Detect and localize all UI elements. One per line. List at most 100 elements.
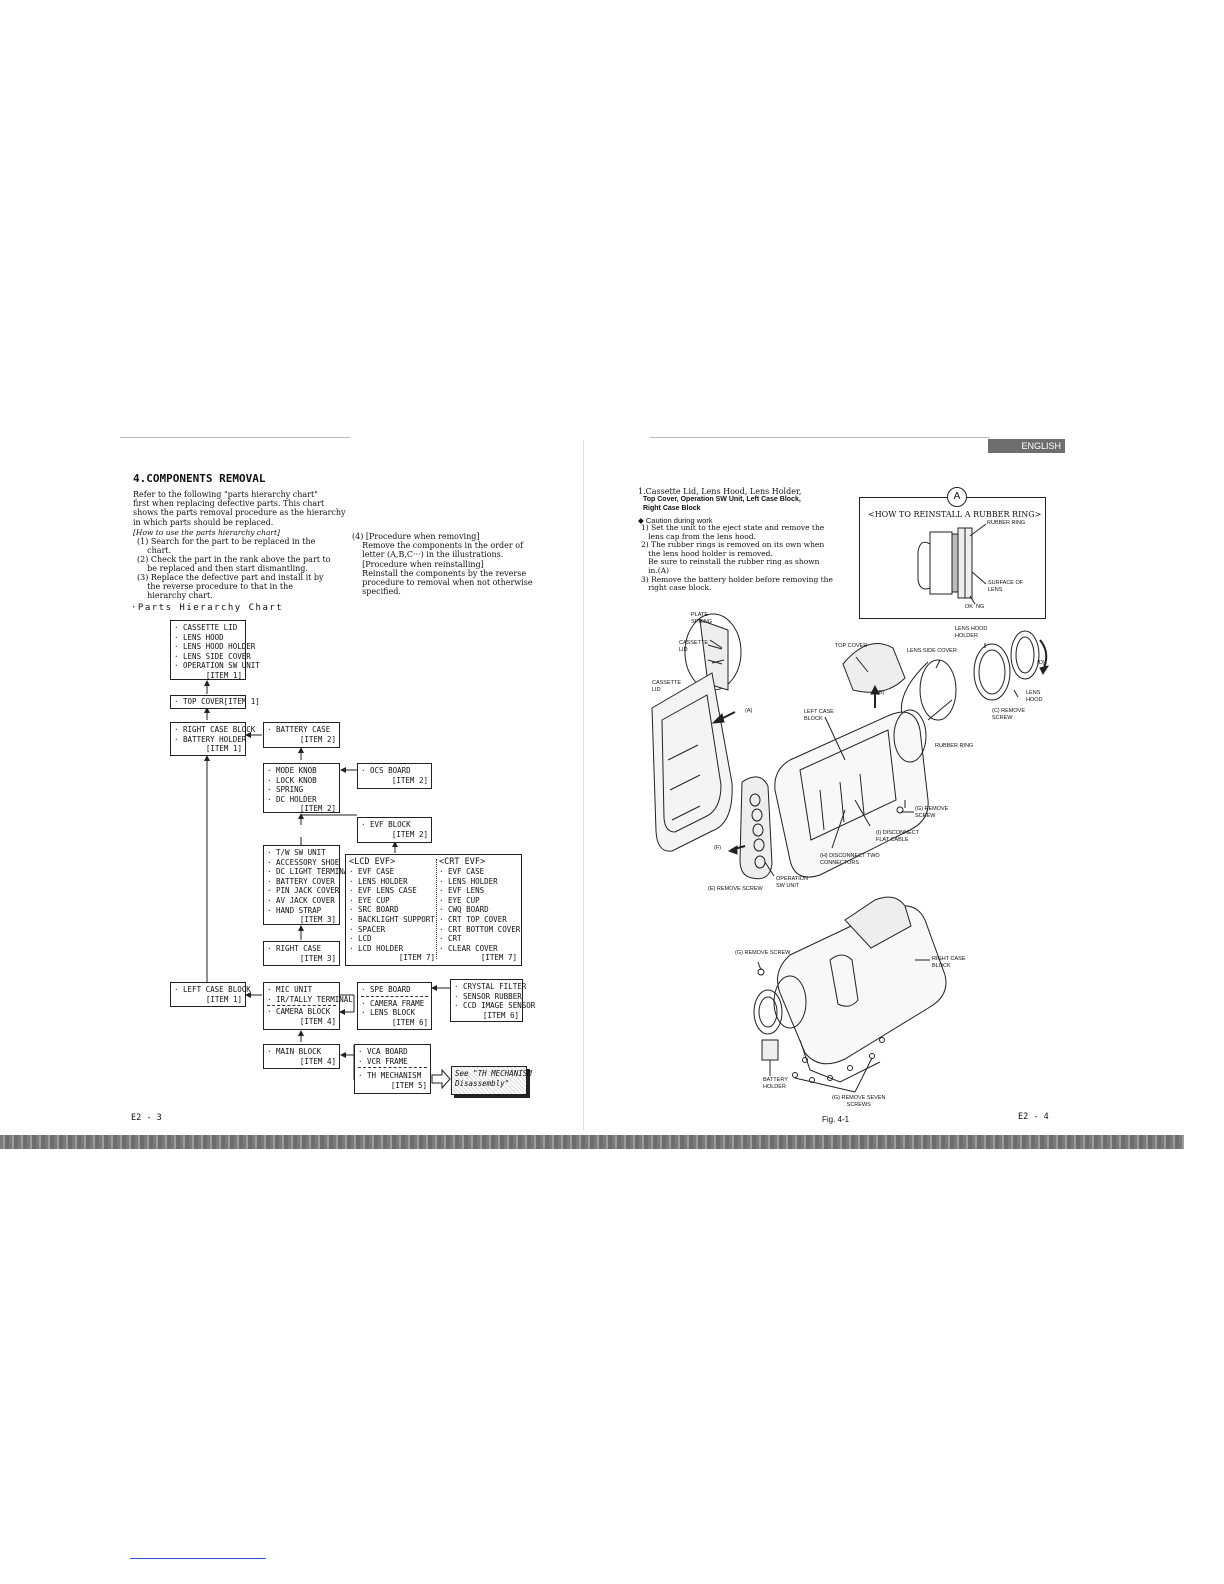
chart-box-item: [ITEM 4] [299, 1016, 336, 1026]
caution-title: ◆ Caution during work [638, 516, 713, 525]
chart-box-item: [ITEM 1] [205, 994, 242, 1004]
label-cassette-lid-detail: CASSETTE LID [679, 640, 709, 653]
chart-box-item: [ITEM 6] [391, 1017, 428, 1027]
chart-box-line: · SPRING [267, 785, 304, 795]
chart-box-line: · RIGHT CASE BLOCK [174, 725, 256, 734]
chart-box-line: · CLEAR COVER [439, 943, 498, 953]
step-1: (1) Search for the part to be replaced i… [137, 537, 316, 556]
label-step-a: (A) [745, 708, 753, 714]
chart-box-item: [ITEM 7] [480, 953, 517, 963]
label-g-remove-screw: (G) REMOVE SCREW [915, 806, 949, 819]
evf-column-divider [436, 859, 437, 959]
chart-box-mode-knob: · MODE KNOB · LOCK KNOB · SPRING · DC HO… [263, 763, 340, 813]
see-th-mechanism-note: See "TH MECHANISM Disassembly" [451, 1066, 532, 1095]
chart-box-item: [ITEM 3] [299, 953, 336, 963]
chart-box-item: [ITEM 5] [390, 1080, 427, 1090]
english-badge-label: ENGLISH [1021, 441, 1061, 451]
chart-box-line: · LCD [349, 934, 372, 944]
chart-box-item: [ITEM 2] [299, 734, 336, 744]
chart-box-line: · SRC BOARD [349, 905, 399, 915]
step-2: (2) Check the part in the rank above the… [137, 555, 331, 574]
intro-text: Refer to the following "parts hierarchy … [133, 490, 346, 527]
chart-box-line: · LENS HOLDER [439, 876, 498, 886]
figure-caption: Fig. 4-1 [822, 1115, 850, 1124]
label-step-f: (F) [714, 845, 722, 851]
page-heading: 4.COMPONENTS REMOVAL [133, 472, 266, 485]
chart-box-left-case-block: · LEFT CASE BLOCK [ITEM 1] [170, 982, 251, 1007]
chart-box-line: · ACCESSORY SHOE [267, 857, 340, 867]
reinstall-marker-label: A [953, 491, 961, 502]
chart-box-tw-sw-unit: · T/W SW UNIT · ACCESSORY SHOE · DC LIGH… [263, 845, 353, 925]
bottom-link-line [130, 1558, 266, 1559]
chart-box-cassette-lid: · CASSETTE LID · LENS HOOD · LENS HOOD H… [170, 620, 260, 680]
chart-box-line: · SPACER [349, 924, 386, 934]
chart-box-main-block: · MAIN BLOCK [ITEM 4] [263, 1044, 340, 1069]
label-i-disconnect: (I) DISCONNECT FLAT CABLE [876, 830, 920, 843]
section-title: 1.Cassette Lid, Lens Hood, Lens Holder, [638, 487, 802, 496]
label-c-remove-screw: (C) REMOVE SCREW [992, 708, 1025, 721]
chart-box-line: · EVF LENS [439, 886, 485, 896]
chart-box-line: · CCD IMAGE SENSOR [454, 1001, 536, 1011]
crt-evf-column: <CRT EVF> · EVF CASE · LENS HOLDER · EVF… [439, 857, 521, 963]
reinstall-title: <HOW TO REINSTALL A RUBBER RING> [868, 510, 1042, 519]
chart-box-line: · OCS BOARD [361, 766, 411, 775]
chart-box-line: · MAIN BLOCK [267, 1047, 322, 1056]
label-plate-spring: PLATE SPRING [691, 612, 713, 625]
step-3: (3) Replace the defective part and insta… [137, 573, 324, 601]
label-e-remove-screw: (E) REMOVE SCREW [708, 886, 763, 892]
label-left-case-block: LEFT CASE BLOCK [804, 709, 834, 722]
chart-box-line: · EVF BLOCK [361, 820, 411, 829]
reinstall-drawing [917, 523, 987, 605]
chart-box-line: · CRT BOTTOM COVER [439, 924, 521, 934]
chart-box-item: [ITEM 2] [391, 829, 428, 839]
label-top-cover: TOP COVER [835, 643, 868, 649]
label-rubber-ring: RUBBER RING [935, 743, 974, 749]
chart-box-line: · CWQ BOARD [439, 905, 489, 915]
chart-box-item: [ITEM 2] [299, 804, 336, 814]
chart-box-line: · BATTERY HOLDER [174, 734, 247, 744]
caution-text: 1) Set the unit to the eject state and r… [641, 523, 833, 593]
chart-box-line: · HAND STRAP [267, 905, 322, 915]
step-4: (4) [Procedure when removing] Remove the… [352, 532, 533, 597]
chart-box-line: · SENSOR RUBBER [454, 991, 522, 1001]
chart-box-line: · EVF CASE [439, 867, 485, 876]
chart-box-line: · CAMERA BLOCK [267, 1007, 331, 1017]
reinstall-inset: A <HOW TO REINSTALL A RUBBER RING> RUBBE… [859, 487, 1046, 619]
chart-box-line: · SPE BOARD [361, 985, 428, 997]
label-lens-side-cover: LENS SIDE COVER [907, 648, 957, 654]
chart-box-line: · AV JACK COVER [267, 895, 335, 905]
chart-box-line: · EYE CUP [349, 895, 390, 905]
chart-box-line: · BATTERY COVER [267, 876, 335, 886]
chart-box-item: [ITEM 4] [299, 1056, 336, 1066]
chart-box-line: · CRYSTAL FILTER [454, 982, 527, 991]
label-right-case-block: RIGHT CASE BLOCK [932, 956, 966, 969]
chart-box-line: · LENS BLOCK [361, 1008, 416, 1018]
top-rule-left [120, 437, 350, 438]
label-step-d: (D) [1037, 660, 1045, 666]
chart-title: ·Parts Hierarchy Chart [131, 603, 284, 613]
label-operation-sw-unit: OPERATION SW UNIT [776, 876, 808, 889]
chart-box-item: [ITEM 1] [205, 670, 242, 680]
chart-box-line: · MODE KNOB [267, 766, 317, 775]
chart-box-item: [ITEM 1] [205, 744, 242, 754]
chart-box-item: [ITEM 2] [391, 775, 428, 785]
chart-box-line: · LEFT CASE BLOCK [174, 985, 251, 994]
chart-box-line: · BATTERY CASE [267, 725, 331, 734]
chart-box-line: · CRT [439, 934, 462, 944]
reinstall-label-surface: SURFACE OF LENS [988, 580, 1024, 593]
chart-box-spe-board: · SPE BOARD · CAMERA FRAME · LENS BLOCK … [357, 982, 432, 1030]
chart-box-line: · LENS HOOD [174, 632, 224, 642]
reinstall-label-rubber: RUBBER RING [987, 520, 1026, 526]
section-subtitle: Top Cover, Operation SW Unit, Left Case … [643, 496, 801, 512]
chart-box-evf-block: · EVF BLOCK [ITEM 2] [357, 817, 432, 843]
chart-box-line: · LOCK KNOB [267, 775, 317, 785]
chart-box-evf-parts: <LCD EVF> · EVF CASE · LENS HOLDER · EVF… [345, 854, 522, 966]
footer-band [0, 1135, 1184, 1149]
label-cassette-lid: CASSETTE LID [652, 680, 682, 693]
right-page-number: E2 - 4 [1018, 1112, 1049, 1122]
chart-box-line: · EVF LENS CASE [349, 886, 417, 896]
label-lens-hood-holder: LENS HOOD HOLDER [955, 626, 988, 639]
chart-box-item: [ITEM 6] [482, 1010, 519, 1020]
label-lens-hood: LENS HOOD [1026, 690, 1043, 703]
